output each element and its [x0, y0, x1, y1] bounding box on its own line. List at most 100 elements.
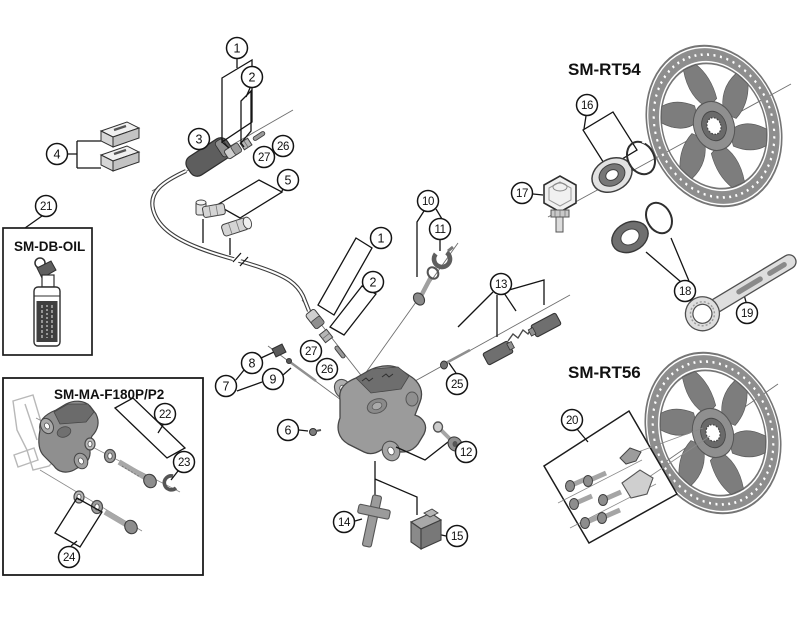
callout-27a: 27	[252, 145, 276, 169]
callout-6: 6	[276, 418, 300, 442]
caliper-hose-parts-789	[235, 343, 317, 392]
brake-hose	[150, 169, 311, 312]
callout-21: 21	[34, 194, 58, 218]
bracket-2-top	[240, 87, 252, 148]
callout-18: 18	[673, 279, 697, 303]
svg-text:1: 1	[234, 41, 241, 55]
part-lockring-16	[582, 111, 656, 193]
callout-1: 1	[225, 36, 249, 60]
svg-text:15: 15	[451, 531, 463, 543]
oil-bottle	[33, 257, 61, 347]
rotor-adapter-bracket	[621, 469, 654, 499]
hose-end-caliper-side	[305, 309, 346, 359]
callout-2: 2	[240, 65, 264, 89]
svg-text:17: 17	[516, 188, 528, 200]
callout-26a: 26	[271, 134, 295, 158]
svg-text:22: 22	[159, 409, 171, 421]
bleed-block-15	[409, 508, 443, 551]
svg-text:6: 6	[285, 423, 292, 437]
svg-text:8: 8	[249, 356, 256, 370]
tools-group	[354, 461, 447, 551]
leader-23	[170, 470, 179, 481]
olive-27-top	[239, 137, 253, 151]
svg-text:23: 23	[178, 457, 190, 469]
connecting-pin-26-top	[252, 131, 266, 141]
svg-text:4: 4	[54, 147, 61, 161]
callout-13: 13	[489, 272, 513, 296]
callout-1b: 1	[369, 226, 393, 250]
pad-axle-25	[440, 348, 471, 374]
svg-text:3: 3	[196, 132, 203, 146]
callout-3: 3	[187, 127, 211, 151]
svg-text:10: 10	[422, 196, 434, 208]
callout-27b: 27	[299, 339, 323, 363]
label-sm-ma: SM-MA-F180P/P2	[54, 387, 164, 402]
banjo-bolt-10	[412, 208, 443, 306]
callout-17: 17	[510, 181, 534, 205]
callout-4: 4	[45, 142, 69, 166]
olive-27-bottom	[318, 328, 334, 344]
bracket-22	[113, 397, 187, 459]
callout-15: 15	[445, 524, 469, 548]
adapter-washers-bolts	[73, 437, 178, 535]
bracket-1-mid	[317, 237, 373, 316]
fitting-straight	[221, 216, 253, 237]
callout-20: 20	[560, 408, 584, 432]
callout-14: 14	[332, 510, 356, 534]
svg-text:19: 19	[741, 308, 753, 320]
callout-23: 23	[172, 450, 196, 474]
callout-25: 25	[445, 372, 469, 396]
callout-5: 5	[276, 168, 300, 192]
oil-box-21: SM-DB-OIL	[2, 215, 93, 356]
brake-pads-13	[457, 279, 562, 366]
svg-text:12: 12	[460, 447, 472, 459]
svg-text:24: 24	[63, 552, 76, 564]
connecting-insert-2	[305, 309, 325, 330]
svg-text:18: 18	[679, 286, 691, 298]
svg-text:7: 7	[223, 379, 230, 393]
callouts: 1 2 3 26 27 4 21 5 10 11 16 17 1 2 13 18…	[34, 36, 759, 569]
svg-text:27: 27	[258, 152, 270, 164]
hose-fittings-5	[195, 179, 284, 255]
bracket-24	[54, 497, 103, 548]
svg-text:21: 21	[40, 201, 52, 213]
callout-26b: 26	[315, 357, 339, 381]
part-lockring-wrench-19	[684, 254, 797, 332]
svg-text:11: 11	[434, 224, 445, 236]
fork-outline	[12, 394, 60, 471]
hose-holder-blocks-4	[68, 121, 141, 172]
callout-7: 7	[214, 374, 238, 398]
svg-text:27: 27	[305, 346, 317, 358]
callout-11: 11	[428, 217, 452, 241]
part-lockring-18	[611, 201, 690, 283]
svg-text:1: 1	[378, 231, 385, 245]
svg-text:26: 26	[321, 364, 333, 376]
svg-text:2: 2	[370, 275, 377, 289]
insert-9	[289, 361, 317, 382]
label-sm-rt56: SM-RT56	[568, 363, 641, 382]
olive-8	[271, 343, 287, 358]
svg-text:26: 26	[277, 141, 289, 153]
bracket-1-top	[221, 58, 253, 149]
svg-text:14: 14	[338, 517, 351, 529]
rotor-bolts	[565, 470, 623, 529]
svg-text:5: 5	[285, 173, 292, 187]
label-sm-db-oil: SM-DB-OIL	[14, 239, 85, 254]
fitting-elbow	[195, 199, 226, 218]
callout-8: 8	[240, 351, 264, 375]
hose-end-lever-side	[185, 131, 266, 177]
connecting-insert	[224, 142, 243, 160]
svg-text:20: 20	[566, 415, 578, 427]
callout-16: 16	[575, 93, 599, 117]
callout-22: 22	[153, 402, 177, 426]
rotor-sm-rt54	[624, 27, 800, 226]
svg-text:9: 9	[270, 372, 277, 386]
callout-2b: 2	[361, 270, 385, 294]
svg-text:16: 16	[581, 100, 593, 112]
brake-caliper-body	[333, 365, 427, 462]
callout-12: 12	[454, 440, 478, 464]
callout-10: 10	[416, 189, 440, 213]
callout-24: 24	[57, 545, 81, 569]
callout-9: 9	[261, 367, 285, 391]
